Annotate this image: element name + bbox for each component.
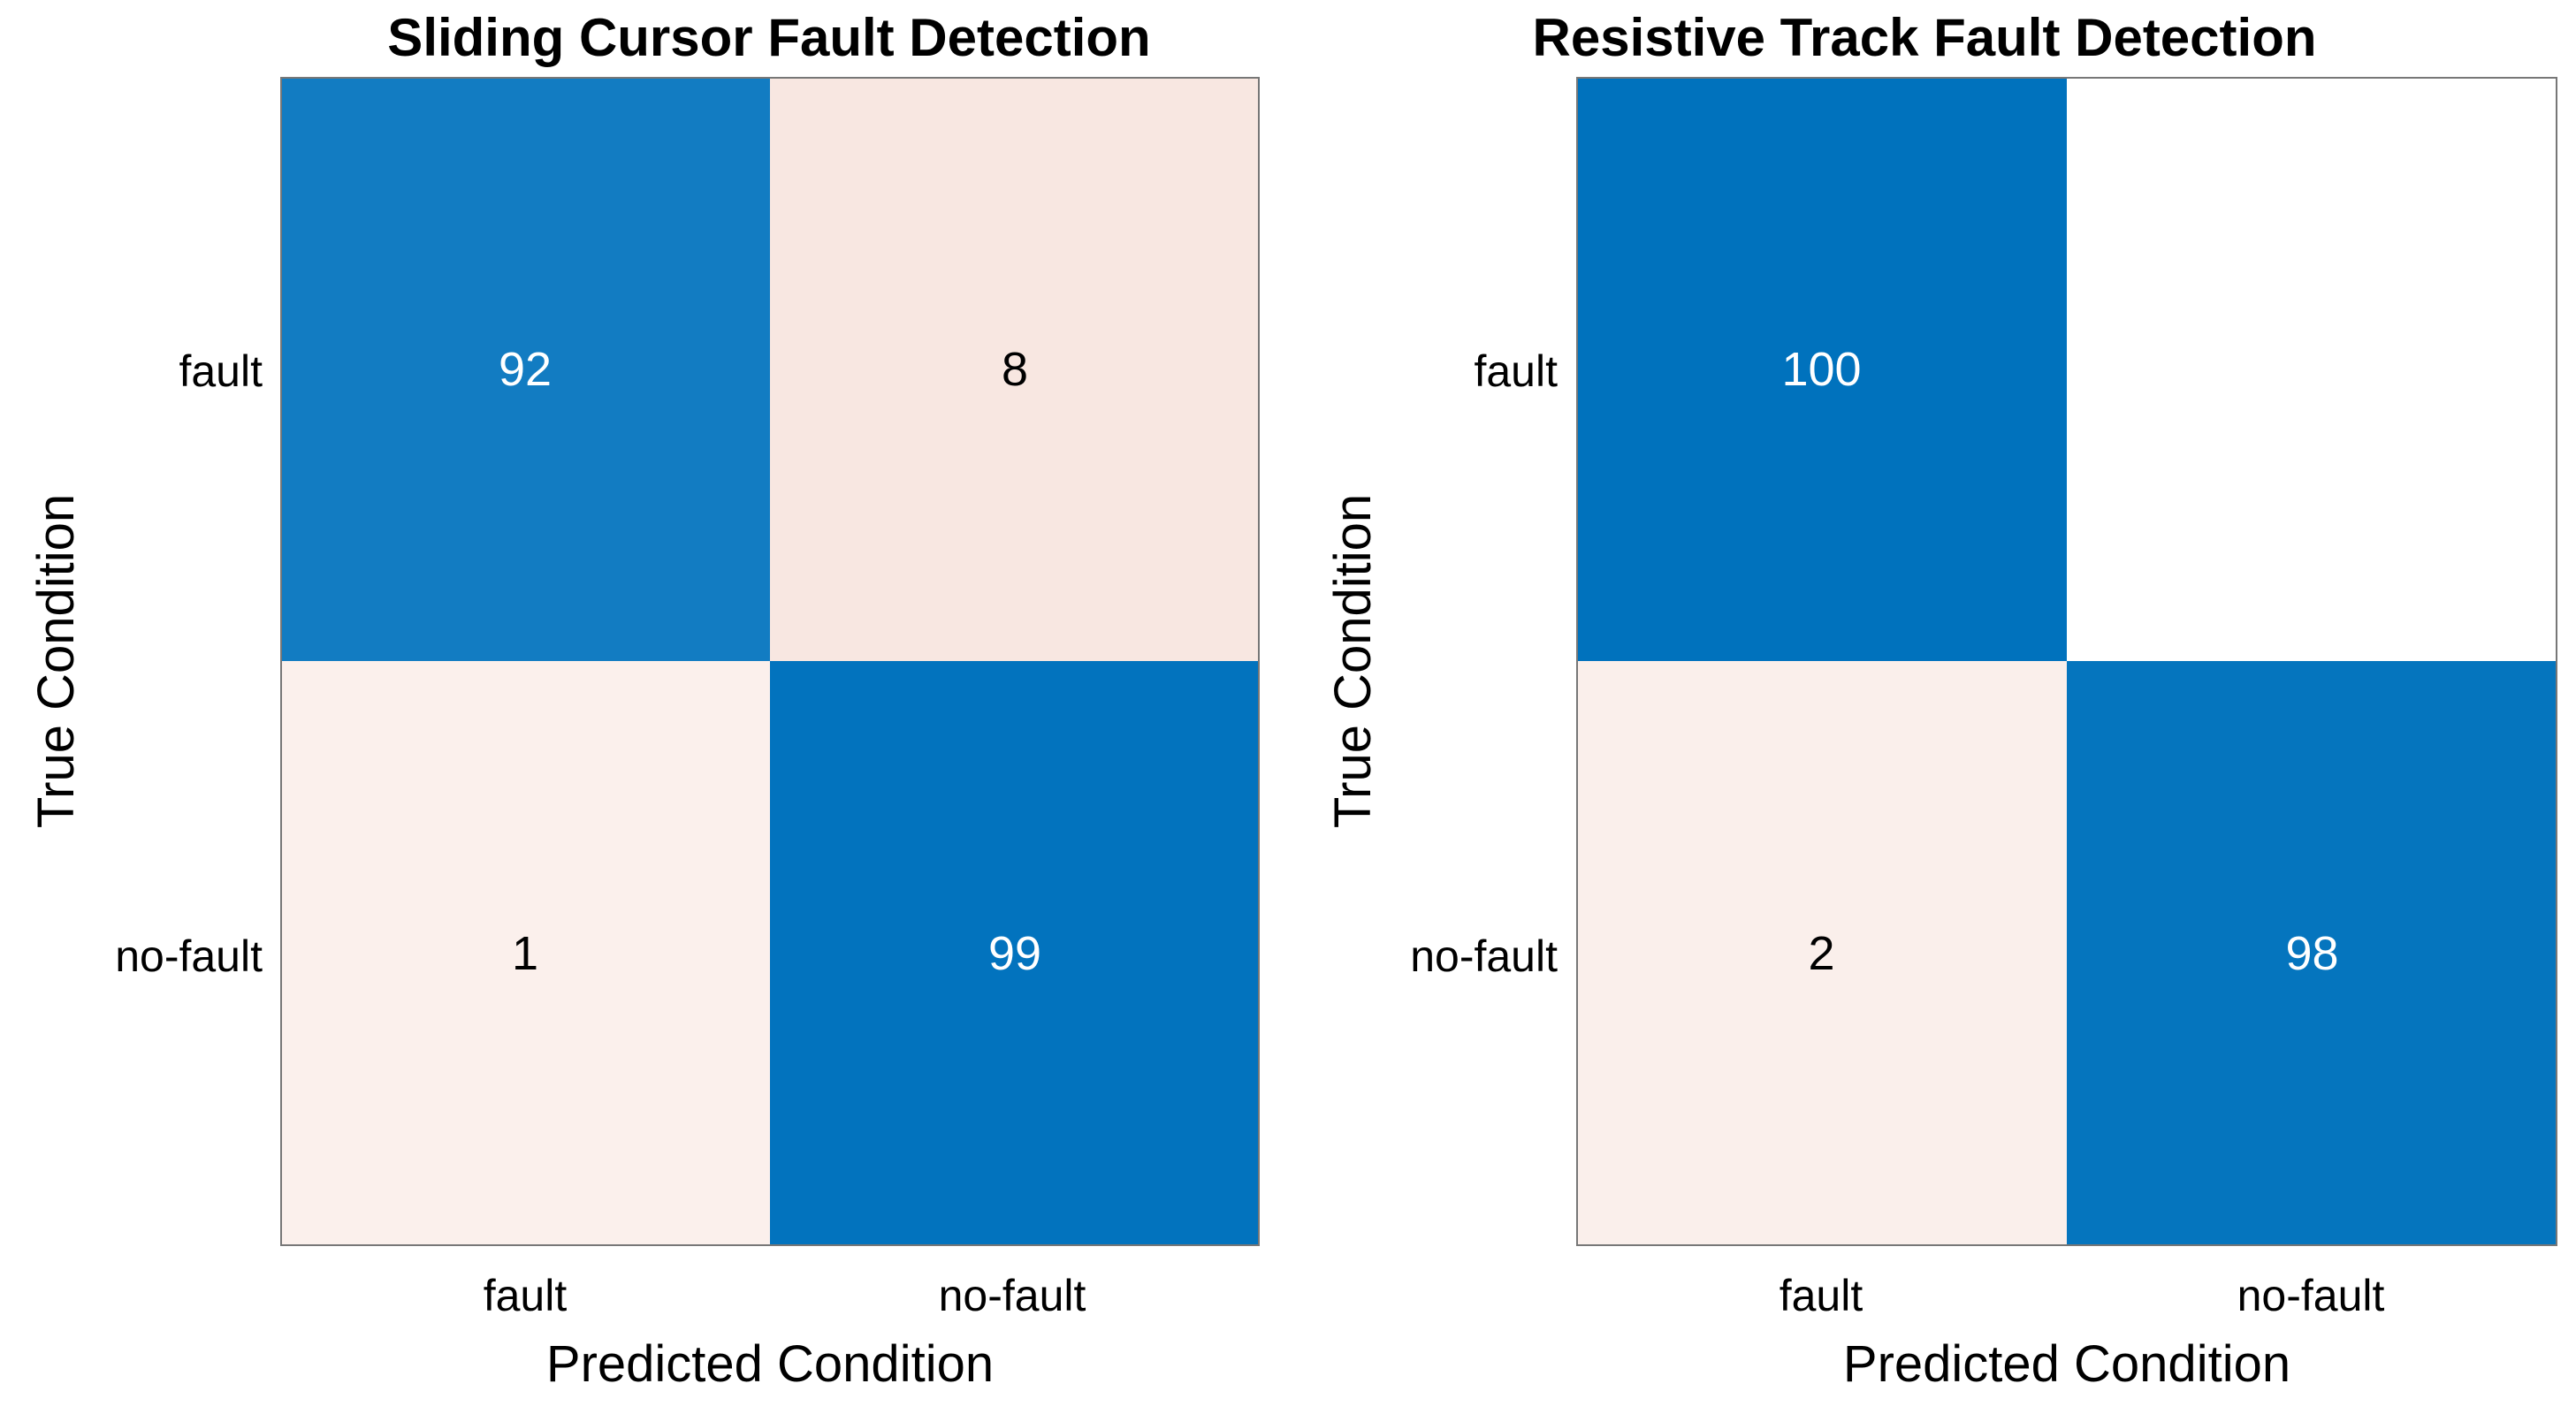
matrix-cell: 99 — [770, 661, 1260, 1246]
matrix-cell: 98 — [2067, 661, 2557, 1246]
matrix-cell: 92 — [280, 77, 770, 661]
cell-value: 100 — [1781, 342, 1862, 396]
matrix-cell: 1 — [280, 661, 770, 1246]
confusion-matrix: 100 2 98 — [1576, 77, 2557, 1246]
cell-value: 98 — [2285, 927, 2339, 980]
chart-panel-resistive-track: Resistive Track Fault Detection 100 2 98… — [1297, 0, 2576, 1414]
y-tick-label: fault — [1474, 346, 1558, 396]
x-tick-label: fault — [1779, 1271, 1863, 1320]
matrix-cell: 8 — [770, 77, 1260, 661]
y-tick-label: no-fault — [1410, 931, 1558, 981]
matrix-cell — [2067, 77, 2557, 661]
cell-value: 92 — [498, 342, 553, 396]
y-axis-label: True Condition — [1324, 493, 1382, 829]
chart-panel-sliding-cursor: Sliding Cursor Fault Detection 92 8 1 99… — [27, 8, 1260, 1393]
matrix-cell: 2 — [1576, 661, 2067, 1246]
y-tick-label: fault — [179, 346, 263, 396]
x-tick-label: fault — [483, 1271, 568, 1320]
x-tick-label: no-fault — [938, 1271, 1086, 1320]
x-tick-label: no-fault — [2237, 1271, 2385, 1320]
cell-value: 8 — [1001, 342, 1029, 396]
cell-value: 2 — [1808, 927, 1835, 980]
matrix-cell: 100 — [1576, 77, 2067, 661]
y-tick-label: no-fault — [115, 931, 263, 981]
cell-value: 99 — [987, 927, 1042, 980]
x-axis-label: Predicted Condition — [1842, 1335, 2291, 1393]
confusion-matrix: 92 8 1 99 — [280, 77, 1260, 1246]
x-axis-label: Predicted Condition — [545, 1335, 995, 1393]
y-axis-label: True Condition — [27, 493, 85, 829]
cell-value: 1 — [511, 927, 539, 980]
chart-title: Resistive Track Fault Detection — [1532, 8, 2317, 67]
chart-title: Sliding Cursor Fault Detection — [387, 8, 1151, 67]
